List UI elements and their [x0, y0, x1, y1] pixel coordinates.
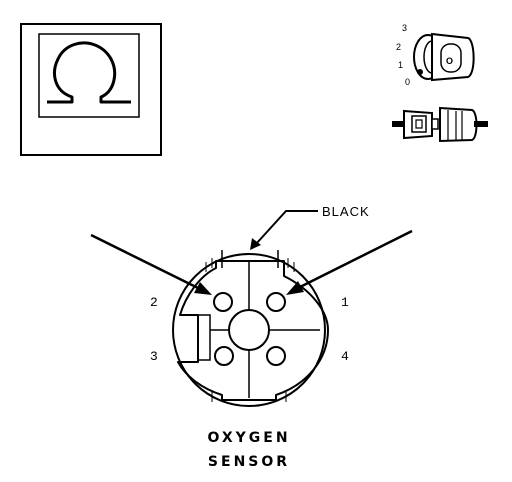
ignition-key-letter: O: [446, 56, 453, 66]
pin-label-2: 2: [150, 295, 158, 310]
cavity-4: [266, 346, 286, 366]
ignition-position-3: 3: [402, 23, 407, 33]
wire-color-callout: BLACK: [250, 204, 370, 250]
ignition-position-2: 2: [396, 42, 401, 52]
cavity-2: [213, 292, 233, 312]
pin-label-1: 1: [341, 295, 349, 310]
disconnect-connector-icon: [392, 106, 488, 143]
ignition-position-0: 0: [405, 77, 410, 87]
ohmmeter-symbol: [20, 23, 162, 156]
pin-label-3: 3: [150, 349, 158, 364]
oxygen-sensor-connector: [172, 250, 329, 407]
ignition-key-icon: 3 2 1 0 O: [396, 23, 475, 87]
probe-arrow-right: [286, 229, 413, 295]
ignition-position-1: 1: [398, 60, 403, 70]
component-label-line2: SENSOR: [208, 454, 290, 470]
cavity-1: [266, 292, 286, 312]
component-label-line1: OXYGEN: [207, 430, 290, 446]
cavity-3: [214, 346, 234, 366]
pin-label-4: 4: [341, 349, 349, 364]
ohm-icon: [47, 41, 131, 104]
wire-color-label: BLACK: [322, 204, 370, 219]
probe-arrow-left: [90, 233, 212, 295]
